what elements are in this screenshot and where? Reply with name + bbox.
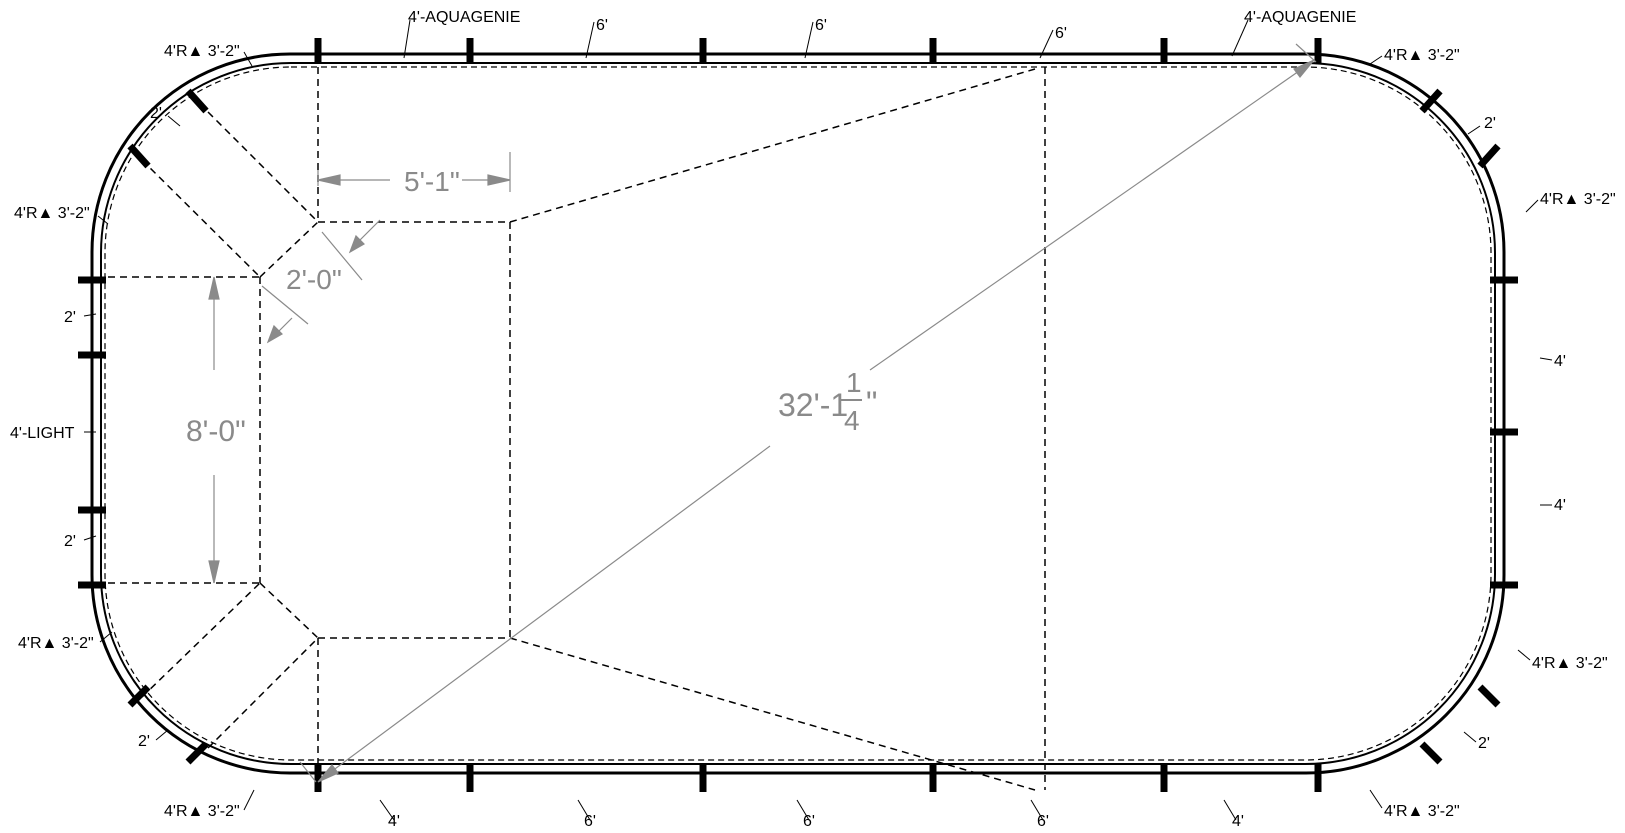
segment-label-left-lower: 2' — [64, 533, 76, 550]
dimension-diagonal-fraction-num: 1 — [846, 367, 862, 398]
segment-label-corner-br: 2' — [1478, 735, 1490, 752]
radius-label-right-lower: 4'R▲ 3'-2" — [1532, 655, 1608, 672]
aquagenie-label-top-right: 4'-AQUAGENIE — [1244, 9, 1356, 26]
segment-label-top-6ft-2: 6' — [815, 17, 827, 34]
outer-wall — [90, 52, 1506, 775]
radius-label-top-right: 4'R▲ 3'-2" — [1384, 47, 1460, 64]
radius-label-right-upper: 4'R▲ 3'-2" — [1540, 191, 1616, 208]
radius-label-bottom-right: 4'R▲ 3'-2" — [1384, 803, 1460, 820]
radius-label-left-upper: 4'R▲ 3'-2" — [14, 205, 90, 222]
segment-label-right-lower: 4' — [1554, 497, 1566, 514]
dimension-diagonal-inch: " — [866, 385, 877, 421]
segment-label-corner-tr: 2' — [1484, 115, 1496, 132]
segment-label-left-upper: 2' — [64, 309, 76, 326]
segment-label-top-6ft-3: 6' — [1055, 25, 1067, 42]
segment-label-bottom-4ft-2: 4' — [1232, 813, 1244, 830]
segment-label-bottom-4ft-1: 4' — [388, 813, 400, 830]
dimension-diagonal-whole: 32'-1 — [778, 387, 848, 423]
light-label-left: 4'-LIGHT — [10, 425, 75, 442]
dimension-lines — [208, 43, 1317, 783]
segment-label-bottom-6ft-3: 6' — [1037, 813, 1049, 830]
segment-label-bottom-6ft-1: 6' — [584, 813, 596, 830]
coping-dashed-line — [104, 66, 1492, 761]
wall-ticks — [78, 38, 1518, 792]
segment-label-right-upper: 4' — [1554, 353, 1566, 370]
radius-label-left-lower: 4'R▲ 3'-2" — [18, 635, 94, 652]
floor-break-lines — [108, 67, 1046, 791]
radius-label-bottom-left: 4'R▲ 3'-2" — [164, 803, 240, 820]
dimension-diagonal-fraction-den: 4 — [844, 405, 860, 436]
segment-label-bottom-6ft-2: 6' — [803, 813, 815, 830]
dimension-corner-offset: 2'-0" — [286, 264, 342, 295]
pool-wall — [90, 52, 1506, 775]
dimension-texts: 5'-1" 2'-0" 8'-0" 32'-1 1 4 " — [186, 166, 877, 448]
segment-label-top-6ft-1: 6' — [596, 17, 608, 34]
leader-lines — [83, 19, 1553, 821]
dimension-shallow-width: 8'-0" — [186, 415, 246, 448]
segment-label-corner-bl: 2' — [138, 733, 150, 750]
radius-label-top-left: 4'R▲ 3'-2" — [164, 43, 240, 60]
inner-wall — [100, 62, 1496, 765]
segment-label-corner-tl: 2' — [150, 105, 162, 122]
dimension-width-step: 5'-1" — [404, 166, 460, 197]
perimeter-labels: 4'-AQUAGENIE 4'-AQUAGENIE 6' 6' 6' 4'R▲ … — [10, 9, 1616, 830]
aquagenie-label-top-left: 4'-AQUAGENIE — [408, 9, 520, 26]
